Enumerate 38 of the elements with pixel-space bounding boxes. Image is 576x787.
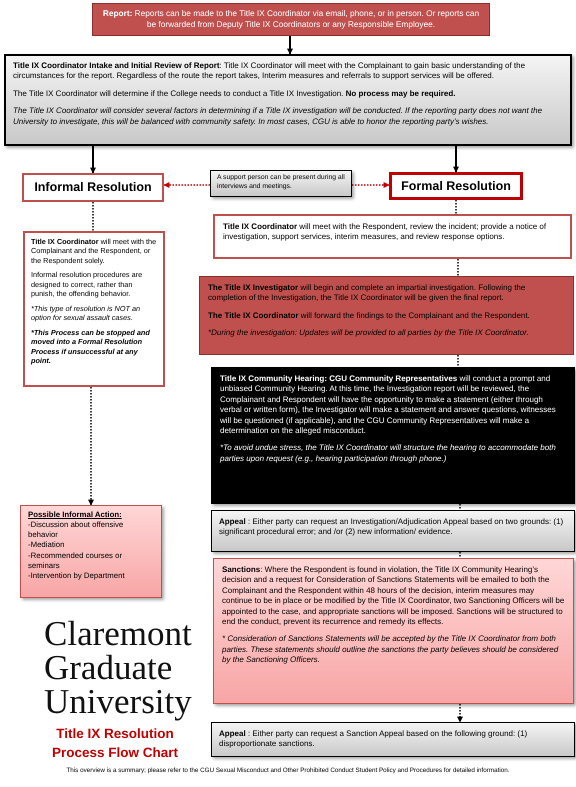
box-text: The Title IX Coordinator will determine if the College needs to conduct a Title IX Investigation. No process may be required. bbox=[13, 88, 456, 100]
box-text: Title IX Community Hearing: CGU Community Representatives will conduct a prompt and unbiased Community Hearing. At this time, the Investigation report will be reviewed, the Complainant and Respondent will have the opportunity to make a statement (either through verbal or written form), the Investigator will make a statement and answer questions, witnesses will be questioned (if applicable), and the CGU Community Representatives will make a determination on the alleged misconduct. bbox=[220, 374, 557, 436]
hearing-box bbox=[211, 367, 575, 504]
sanctions-box bbox=[213, 558, 574, 704]
process-box bbox=[213, 214, 572, 259]
box-text: The Title IX Coordinator will forward the findings to the Complainant and the Respondent. bbox=[208, 310, 531, 322]
box-text: Title IX Coordinator Intake and Initial Review of Report: Title IX Coordinator will meet with the Complainant to gain basic understanding of the circumstances for the report. Regardless of the route the report takes, Interim measures and referrals to support services will be offered. bbox=[13, 61, 526, 82]
box-text: Appeal : Either party can request an Investigation/Adjudication Appeal based on two grounds: (1) significant procedural error; and /or (2) new information/ evidence. bbox=[219, 517, 564, 538]
report-box bbox=[92, 3, 490, 36]
box-text: The Title IX Investigator will begin and complete an impartial investigation. Following the completion of the Investigation, the Title IX Coordinator will be given the final report. bbox=[208, 283, 526, 304]
resolution-box bbox=[22, 173, 164, 202]
arrow bbox=[88, 387, 94, 506]
process-box bbox=[23, 231, 165, 387]
box-text: Title IX Coordinator will meet with the Respondent, review the incident; provide a notice of investigation, support services, interim measures, and review response options. bbox=[223, 222, 548, 243]
chart-title: Title IX Resolution Process Flow Chart bbox=[50, 725, 180, 762]
arrow bbox=[163, 182, 210, 188]
box-text: Sanctions: Where the Respondent is found in violation, the Title IX Community Hearing’s decision and a request for Consideration of Sanctions Statements will be emailed to both the Complainant and the Respondent within 48 hours of the decision, interim measures may continue to be in place or be modified by the Title IX Coordinator, two Sanctioning Officers will be appointed to the case, and appropriate sanctions will be imposed. Sanctions will be structured to end the conduct, prevent its recurrence and remedy its effects. bbox=[222, 565, 565, 628]
note-box bbox=[210, 170, 352, 197]
box-text: Informal Resolution bbox=[34, 179, 152, 196]
action-box bbox=[20, 505, 162, 598]
resolution-box bbox=[389, 172, 523, 200]
appeal-box bbox=[211, 510, 575, 552]
box-text: The Title IX Coordinator will consider several factors in determining if a Title IX investigation will be conducted. If the reporting party does not want the University to investigate, this will be balanced with community safety. In most cases, CGU is able to honor the reporting party’s wishes. bbox=[13, 106, 544, 127]
box-text: *To avoid undue stress, the Title IX Coordinator will structure the hearing to accommodate both parties upon request (e.g., hearing participation through phone.) bbox=[220, 443, 557, 464]
box-text: Report: Reports can be made to the Title IX Coordinator via email, phone, or in person. Or reports can be forwarded from Deputy Title IX Coordinators or any Responsible Employee. bbox=[102, 8, 480, 30]
process-box bbox=[199, 276, 574, 355]
university-name: Claremont Graduate University bbox=[44, 617, 193, 719]
box-text: * Consideration of Sanctions Statements will be accepted by the Title IX Coordinator from both parties. These statements should outline the sanctions the party believes should be considered by the Sanctioning Officers. bbox=[222, 634, 560, 666]
box-text: *During the investigation: Updates will be provided to all parties by the Title IX Coordinator. bbox=[208, 328, 530, 339]
arrow bbox=[287, 36, 293, 55]
arrow bbox=[90, 146, 96, 174]
arrow bbox=[352, 182, 390, 188]
box-text: Formal Resolution bbox=[401, 178, 511, 194]
arrow bbox=[453, 146, 459, 173]
appeal-box bbox=[211, 722, 575, 757]
intake-box bbox=[4, 54, 572, 146]
arrow bbox=[457, 704, 463, 723]
box-text: Appeal : Either party can request a Sanction Appeal based on the following ground: (1) disproportionate sanctions. bbox=[219, 729, 528, 750]
